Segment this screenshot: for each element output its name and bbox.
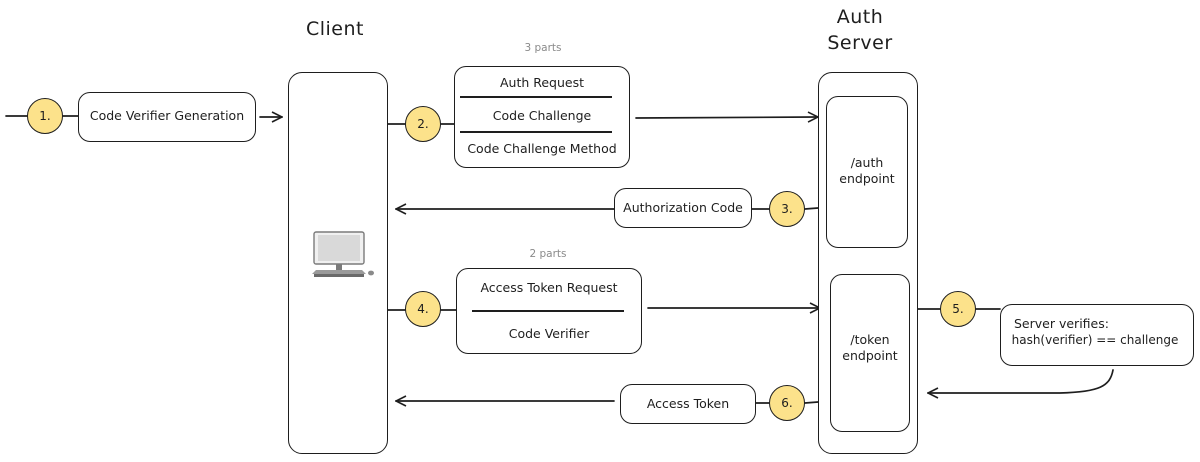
token-endpoint-box (830, 274, 910, 432)
auth-request-box (454, 66, 630, 168)
code-verifier-label: Code Verifier (508, 326, 590, 341)
server-verifies-label-line1: Server verifies: (1014, 316, 1109, 331)
access-token-request-label: Access Token Request (480, 280, 618, 295)
access-token-box (620, 384, 756, 424)
auth-endpoint-box (826, 96, 908, 248)
access-token-request-divider (472, 310, 624, 312)
arrow-auth-request-to-auth-endpoint (635, 117, 818, 118)
auth-endpoint-label-line1: /auth (850, 155, 884, 170)
step3-right-line (804, 207, 819, 210)
auth-server-title-line1: Auth (836, 6, 884, 28)
auth-endpoint-label-line2: endpoint (839, 171, 895, 186)
code-verifier-generation-label: Code Verifier Generation (89, 108, 245, 123)
auth-request-divider-2 (460, 131, 612, 133)
step-1-badge: 1. (27, 98, 63, 134)
arrow-verify-to-token-endpoint (928, 369, 1114, 393)
auth-request-parts-note: 3 parts (524, 42, 562, 54)
step6-right-line (804, 401, 819, 404)
authorization-code-label: Authorization Code (623, 200, 743, 215)
code-challenge-method-label: Code Challenge Method (467, 141, 617, 156)
authorization-code-box (614, 188, 752, 228)
token-endpoint-label-line1: /token (850, 332, 890, 347)
token-endpoint-label-line2: endpoint (842, 348, 898, 363)
client-title: Client (305, 18, 364, 40)
code-verifier-generation-box (78, 92, 256, 142)
auth-request-label: Auth Request (499, 75, 585, 90)
step-5-badge: 5. (940, 291, 976, 327)
code-challenge-label: Code Challenge (492, 108, 592, 123)
auth-server-title-line2: Server (827, 32, 893, 54)
token-request-parts-note: 2 parts (529, 248, 567, 260)
server-verifies-box (1000, 304, 1194, 366)
server-verifies-label-line2: hash(verifier) == challenge (1011, 333, 1179, 347)
step-6-badge: 6. (769, 385, 805, 421)
step-3-badge: 3. (769, 191, 805, 227)
desktop-computer-icon (312, 231, 374, 277)
step-2-badge: 2. (405, 106, 441, 142)
step-4-badge: 4. (405, 291, 441, 327)
access-token-label: Access Token (646, 396, 730, 411)
auth-request-divider-1 (460, 96, 612, 98)
